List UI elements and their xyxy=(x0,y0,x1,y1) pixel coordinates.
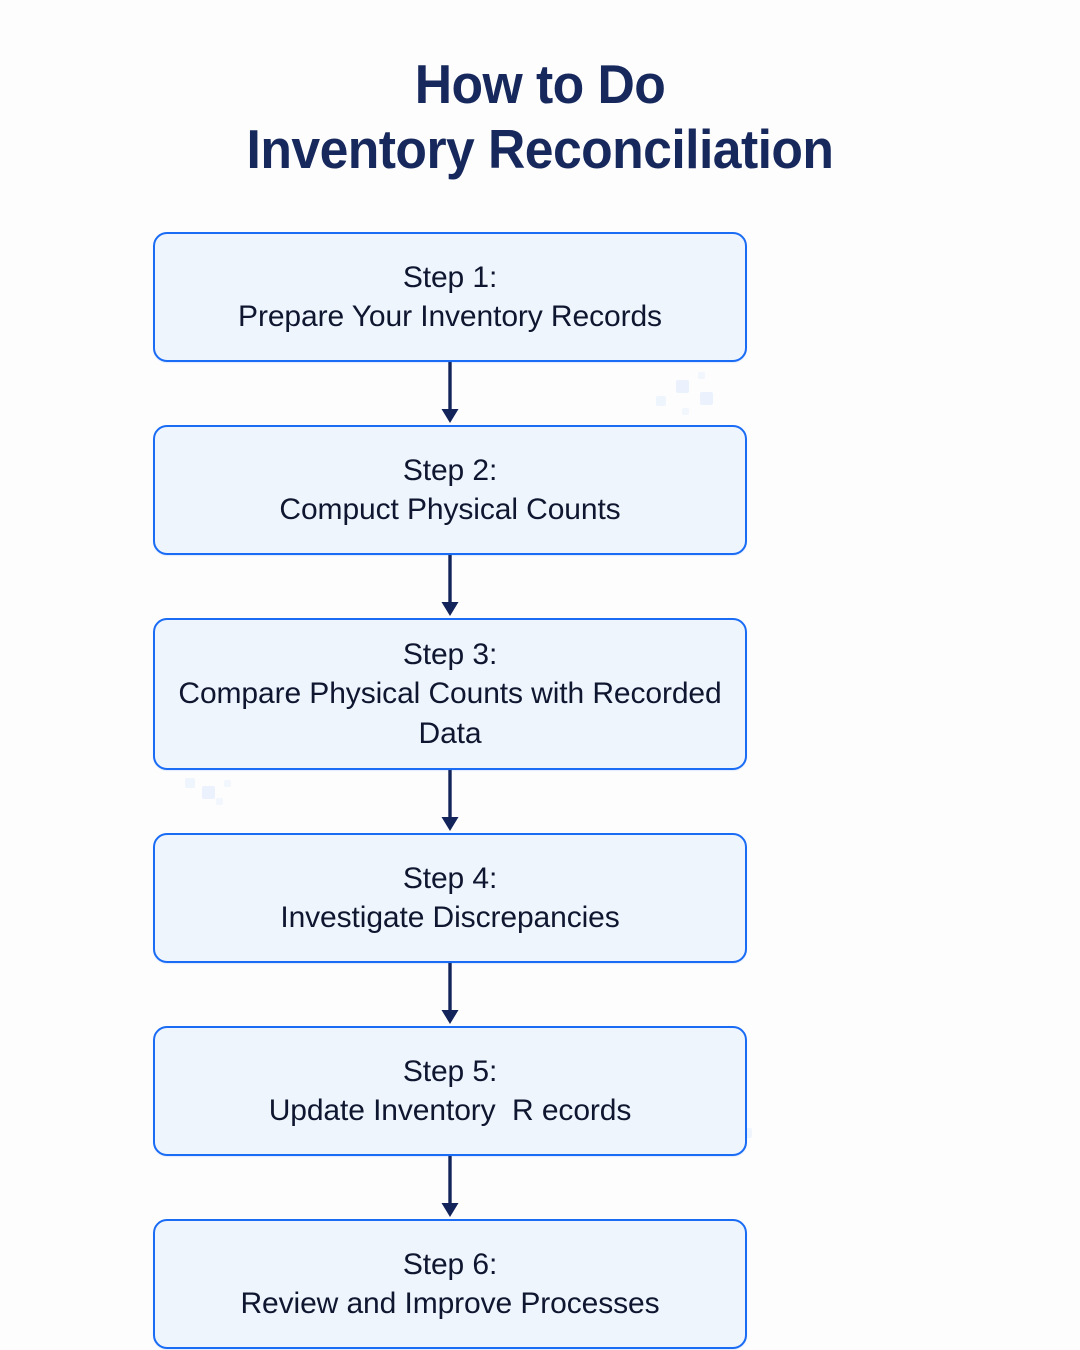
flow-node-step-1[interactable]: Step 1: Prepare Your Inventory Records xyxy=(153,232,747,362)
step-2-text: Compuct Physical Counts xyxy=(279,493,621,526)
step-1-label: Step 1: xyxy=(402,260,498,294)
step-1-text: Prepare Your Inventory Records xyxy=(238,300,662,333)
flow-connector-4-5 xyxy=(153,963,747,1026)
step-3-label: Step 3: xyxy=(402,638,498,672)
flow-node-step-5[interactable]: Step 5: Update Inventory R ecords xyxy=(153,1026,747,1156)
step-4-text: Investigate Discrepancies xyxy=(280,901,620,934)
flow-connector-1-2 xyxy=(153,362,747,425)
step-6-label: Step 6: xyxy=(402,1247,498,1281)
flow-node-step-2[interactable]: Step 2: Compuct Physical Counts xyxy=(153,425,747,555)
title-line-2: Inventory Reconciliation xyxy=(246,117,834,180)
title-line-1: How to Do xyxy=(414,53,666,115)
flow-node-step-6[interactable]: Step 6: Review and Improve Processes xyxy=(153,1219,747,1349)
page-title: How to Do Inventory Reconciliation xyxy=(0,52,1080,182)
step-2-label: Step 2: xyxy=(402,453,498,487)
flow-node-step-3[interactable]: Step 3: Compare Physical Counts with Rec… xyxy=(153,618,747,770)
step-3-text: Compare Physical Counts with Recorded Da… xyxy=(178,677,730,750)
step-5-text: Update Inventory R ecords xyxy=(268,1094,632,1127)
flow-node-step-4[interactable]: Step 4: Investigate Discrepancies xyxy=(153,833,747,963)
step-5-label: Step 5: xyxy=(402,1054,498,1088)
step-4-label: Step 4: xyxy=(402,861,498,895)
step-6-text: Review and Improve Processes xyxy=(240,1287,660,1320)
flow-connector-5-6 xyxy=(153,1156,747,1219)
flowchart: Step 1: Prepare Your Inventory Records S… xyxy=(153,232,747,1349)
flow-connector-3-4 xyxy=(153,770,747,833)
flow-connector-2-3 xyxy=(153,555,747,618)
